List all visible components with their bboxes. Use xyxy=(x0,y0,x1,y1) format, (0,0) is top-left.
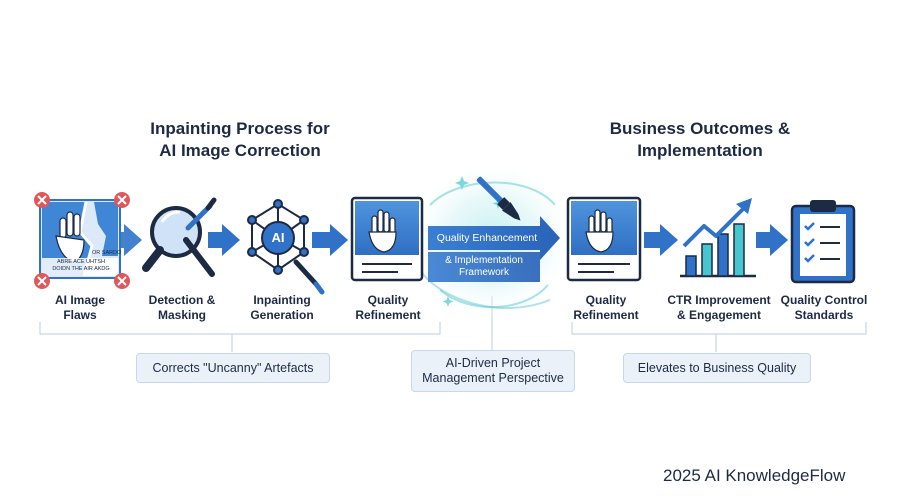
left-heading: Inpainting Process for AI Image Correcti… xyxy=(120,118,360,162)
left-heading-line2: AI Image Correction xyxy=(159,141,321,160)
error-x-icon-bl xyxy=(34,273,50,289)
ai-network-icon xyxy=(247,199,325,295)
error-x-icons xyxy=(34,192,130,289)
arrow-4 xyxy=(644,224,678,256)
banner-text-line1: Quality Enhancement xyxy=(436,232,538,244)
step-label-2: Detection &Masking xyxy=(148,293,216,322)
paintbrush-icon xyxy=(476,176,521,221)
banner-text-line3: Framework xyxy=(458,267,509,278)
right-heading-line1: Business Outcomes & xyxy=(609,119,791,138)
error-x-icon-br xyxy=(114,273,130,289)
right-bracket xyxy=(571,322,867,352)
broken-image-text: ABRE ACE UHTSH DOIDN THE AIR AKDG xyxy=(44,259,118,273)
right-heading-line2: Implementation xyxy=(637,141,763,160)
growth-chart-icon xyxy=(680,198,756,278)
error-x-icon-tr xyxy=(114,192,130,208)
arrow-2 xyxy=(208,224,240,256)
center-banner-arrow xyxy=(428,216,560,282)
left-bracket xyxy=(39,322,441,352)
pill-center: AI-Driven Project Management Perspective xyxy=(411,350,575,392)
broken-image-text-line1: ABRE ACE UHTSH xyxy=(57,259,105,265)
broken-hand-image-icon xyxy=(39,199,121,279)
error-x-icon-tl xyxy=(34,192,50,208)
clipboard-checklist-icon xyxy=(790,200,856,284)
banner-text-line2: & Implementation xyxy=(445,255,523,266)
hand-card-icon-right xyxy=(566,196,642,282)
footer-brand: 2025 AI KnowledgeFlow xyxy=(663,466,846,485)
right-heading: Business Outcomes & Implementation xyxy=(580,118,820,162)
broken-image-text-small: OR SARDO xyxy=(92,250,122,256)
hand-card-icon-left xyxy=(350,196,424,282)
arrow-5 xyxy=(756,224,788,256)
arrow-3 xyxy=(312,224,348,256)
step-label-6: CTR Improvement& Engagement xyxy=(667,293,771,322)
magnifier-brush-icon xyxy=(142,197,217,277)
left-heading-line1: Inpainting Process for xyxy=(150,119,330,138)
pill-center-line1: AI-Driven Project xyxy=(445,356,541,370)
broken-image-text-line2: DOIDN THE AIR AKDG xyxy=(52,266,110,272)
ai-badge: AI xyxy=(271,230,285,245)
pill-left: Corrects "Uncanny" Artefacts xyxy=(136,353,330,383)
pill-center-line2: Management Perspective xyxy=(422,371,564,385)
pill-right: Elevates to Business Quality xyxy=(623,353,811,383)
